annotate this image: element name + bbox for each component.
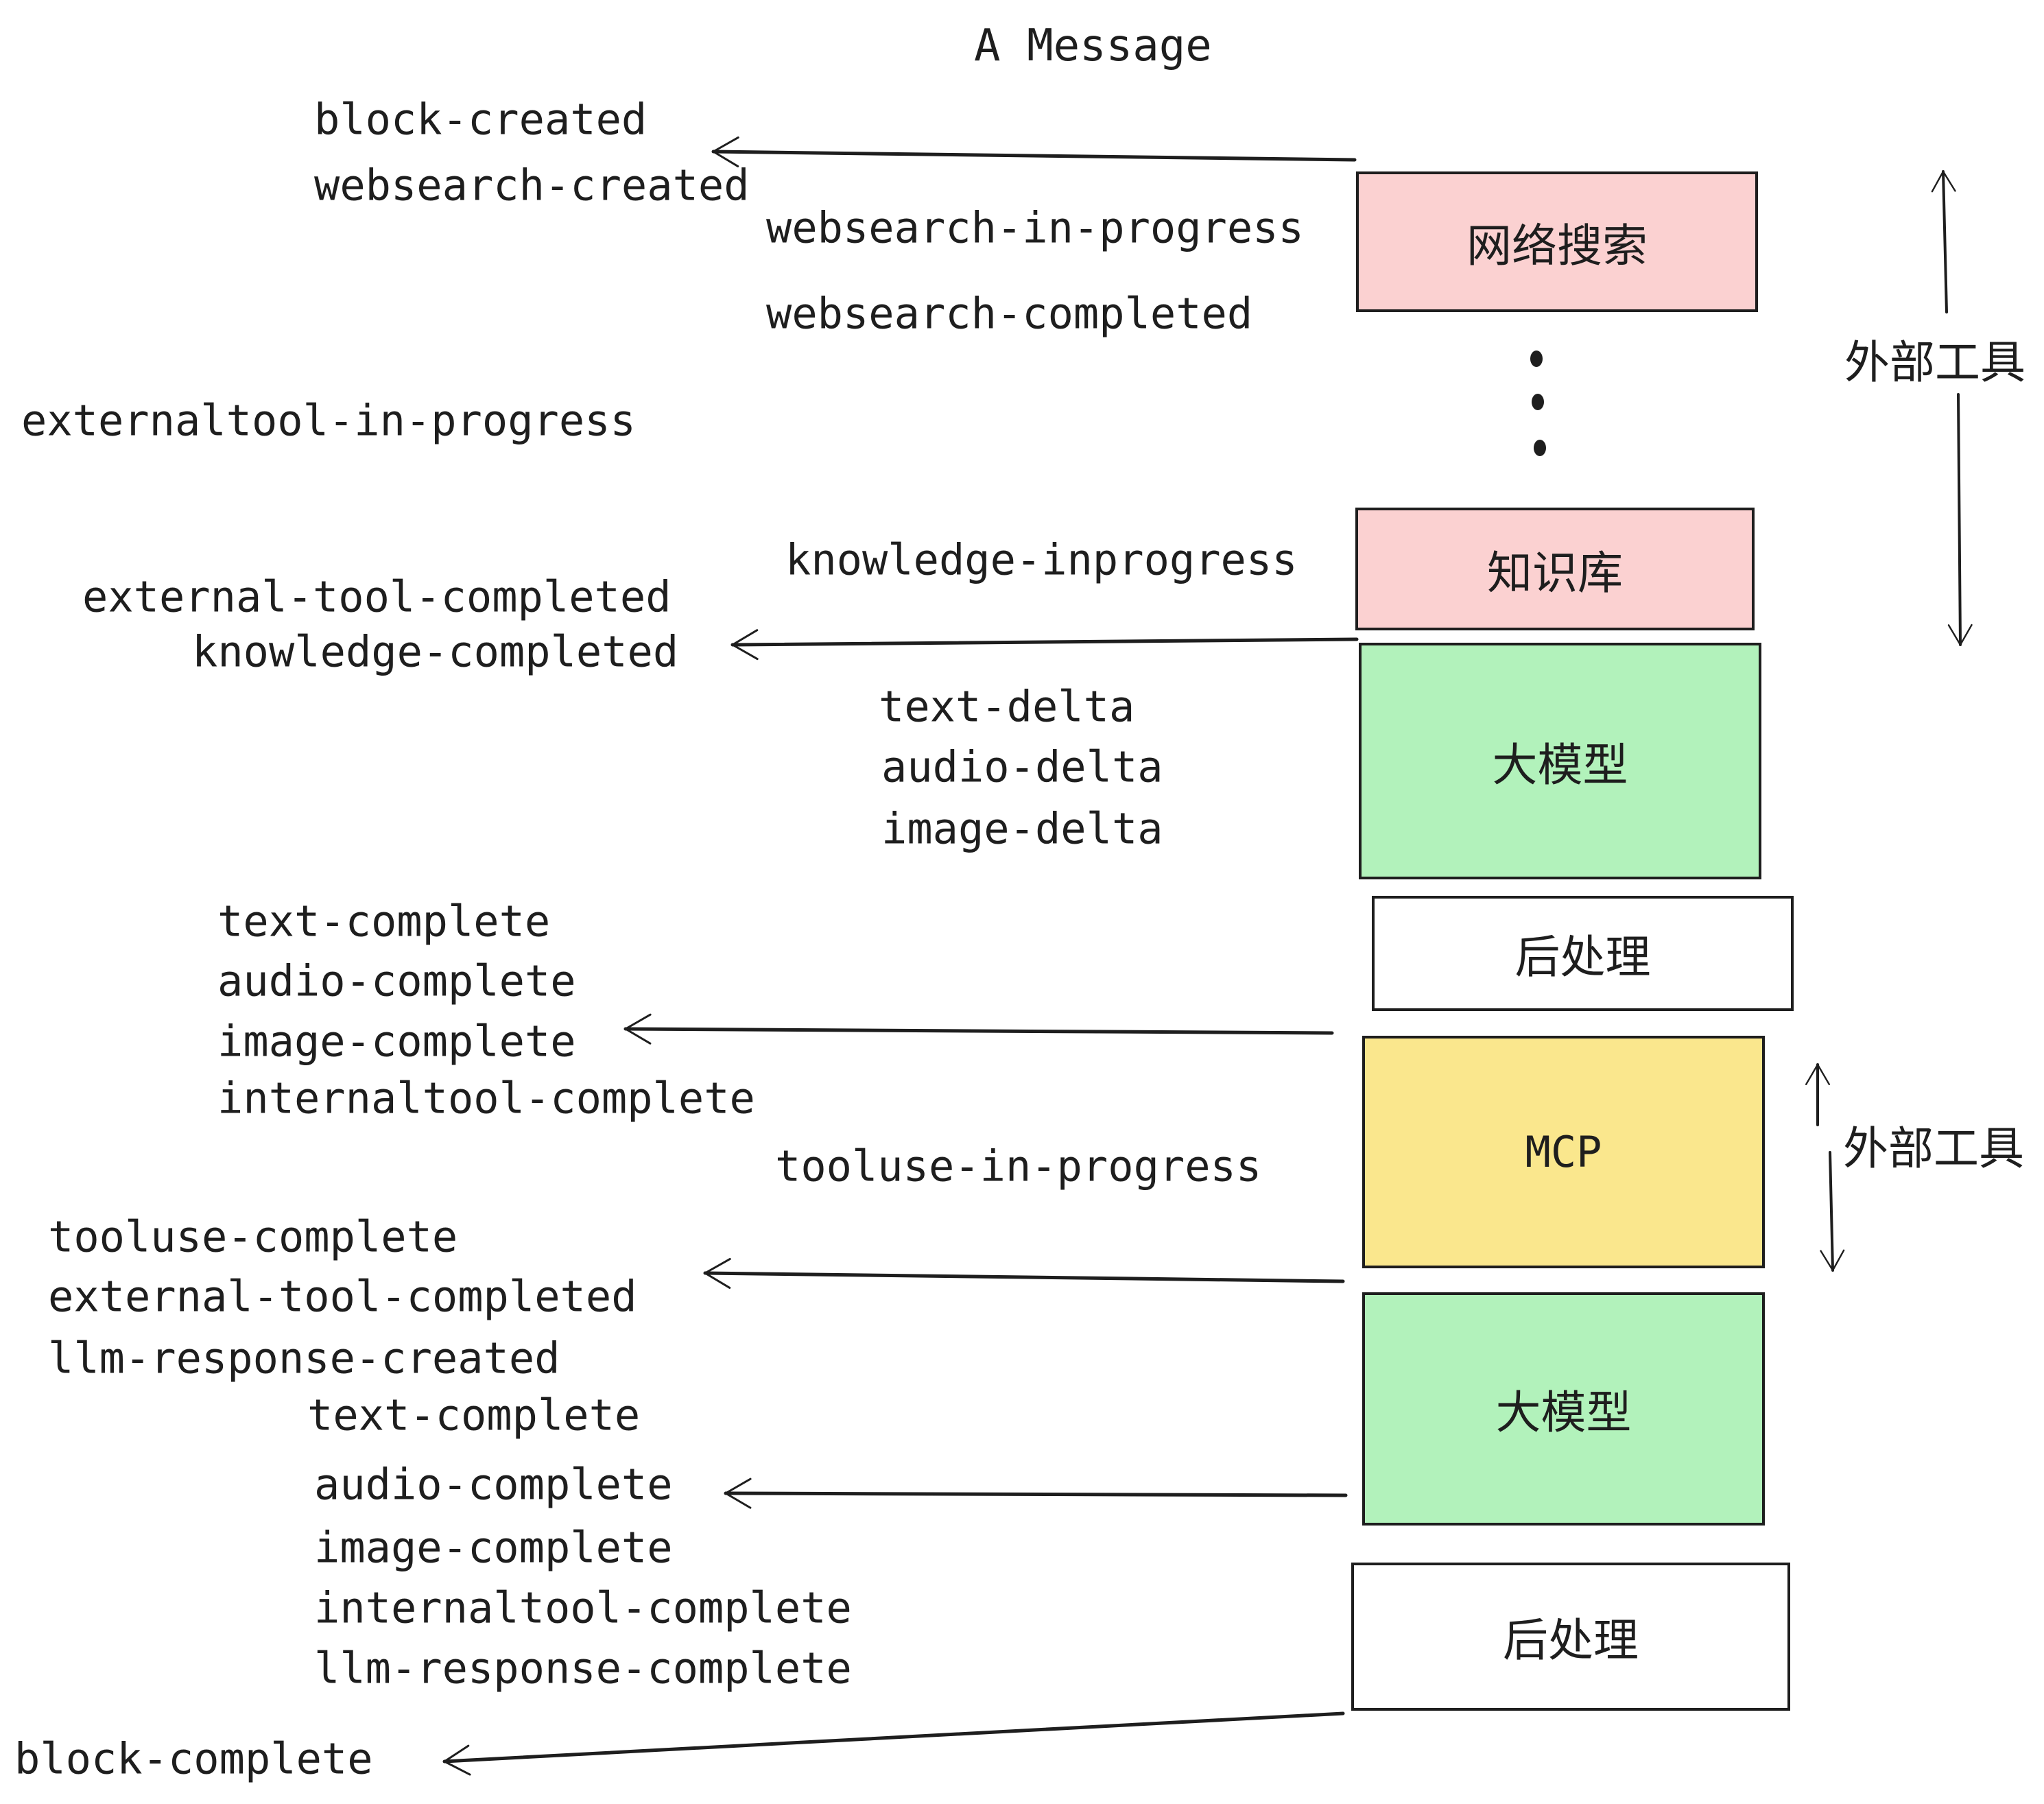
event-label-block-created: block-created — [314, 94, 647, 145]
event-label-text-complete-1: text-complete — [217, 896, 551, 947]
event-label-image-complete-1: image-complete — [217, 1016, 576, 1067]
event-label-external-tool-completed-2: external-tool-completed — [48, 1271, 637, 1322]
post-process-box-2: 后处理 — [1351, 1563, 1790, 1711]
diagram-title: A Message — [974, 21, 1212, 71]
event-label-websearch-in-progress: websearch-in-progress — [766, 202, 1304, 253]
arrow-mcp-to-tooluse-complete — [703, 1257, 1345, 1289]
ellipsis-dots — [1530, 351, 1546, 456]
event-label-image-delta-1: image-delta — [881, 803, 1163, 854]
event-label-websearch-completed: websearch-completed — [766, 288, 1253, 339]
mcp-box: MCP — [1362, 1036, 1765, 1268]
event-label-internaltool-complete-1: internaltool-complete — [217, 1073, 755, 1124]
post-process-box-1: 后处理 — [1372, 896, 1794, 1011]
event-label-knowledge-inprogress: knowledge-inprogress — [785, 534, 1298, 585]
event-label-knowledge-completed: knowledge-completed — [192, 626, 679, 677]
external-tools-top-up-arrow — [1931, 170, 1956, 313]
event-label-internaltool-complete-2: internaltool-complete — [314, 1582, 852, 1633]
arrow-postprocess1-to-image-complete — [623, 1013, 1334, 1045]
event-label-audio-delta-1: audio-delta — [881, 741, 1163, 792]
event-label-websearch-created: websearch-created — [314, 160, 750, 211]
external-tools-label-mid: 外部工具 — [1843, 1122, 2024, 1175]
external-tools-mid-down-arrow — [1820, 1151, 1845, 1272]
event-label-tooluse-complete: tooluse-complete — [48, 1211, 458, 1262]
external-tools-top-down-arrow — [1947, 393, 1973, 646]
event-label-text-complete-2: text-complete — [307, 1390, 641, 1440]
arrow-knowledge-to-knowledge-completed — [730, 629, 1359, 661]
llm-box-1: 大模型 — [1359, 643, 1761, 879]
event-label-external-tool-completed: external-tool-completed — [82, 571, 672, 622]
arrow-websearch-to-block-created — [711, 136, 1357, 167]
event-label-text-delta-1: text-delta — [879, 681, 1135, 732]
event-label-audio-complete-2: audio-complete — [314, 1459, 673, 1510]
event-label-llm-response-created: llm-response-created — [48, 1333, 560, 1384]
arrow-llm2-to-audio-complete — [724, 1477, 1348, 1509]
event-label-block-complete: block-complete — [14, 1733, 373, 1784]
event-label-audio-complete-1: audio-complete — [217, 956, 576, 1006]
event-label-externaltool-in-progress: externaltool-in-progress — [21, 395, 636, 446]
event-label-llm-response-complete: llm-response-complete — [314, 1643, 852, 1694]
event-label-tooluse-in-progress: tooluse-in-progress — [775, 1141, 1262, 1191]
external-tools-label-top: 外部工具 — [1844, 336, 2025, 389]
knowledge-box: 知识库 — [1355, 508, 1755, 630]
arrow-postprocess2-to-block-complete — [442, 1711, 1345, 1776]
llm-box-2: 大模型 — [1362, 1292, 1765, 1526]
websearch-box: 网络搜索 — [1356, 171, 1758, 312]
event-label-image-complete-2: image-complete — [314, 1522, 673, 1573]
